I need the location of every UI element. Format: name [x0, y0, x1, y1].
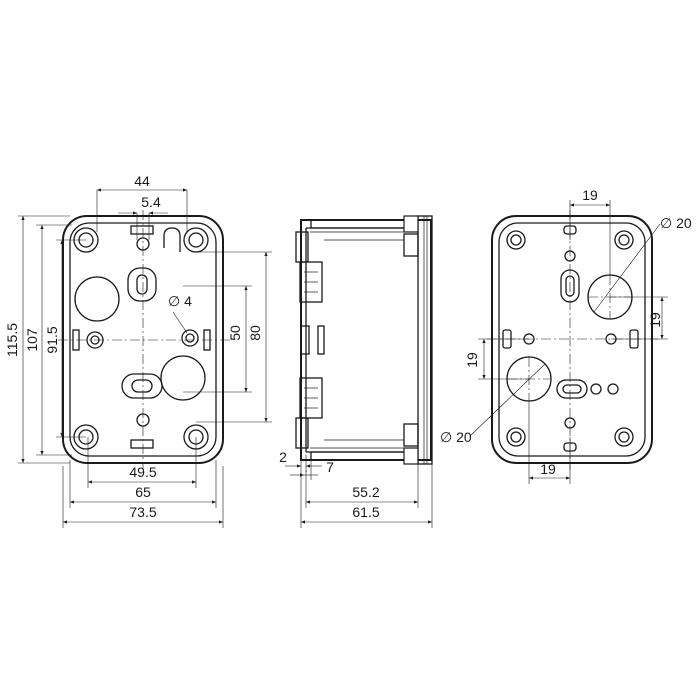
oval-slot-lower — [121, 373, 163, 399]
dim-back-top-19: 19 — [582, 187, 598, 203]
dim-50: 50 — [227, 325, 243, 341]
back-view — [487, 210, 658, 470]
dim-back-left-19: 19 — [464, 352, 480, 368]
dim-65: 65 — [135, 484, 151, 500]
front-dimensions: 44 5.4 ∅ 4 115.5 107 91.5 50 80 — [4, 173, 272, 528]
dim-73-5: 73.5 — [129, 504, 156, 520]
mount-hole-right — [181, 329, 199, 347]
knockout-lower — [160, 355, 206, 401]
dim-7: 7 — [326, 459, 334, 475]
knockout-upper — [74, 276, 120, 322]
dim-2: 2 — [279, 449, 287, 465]
dim-44: 44 — [134, 173, 150, 189]
dim-115-5: 115.5 — [4, 323, 20, 357]
dim-107: 107 — [24, 328, 40, 352]
corner-boss-top-right — [183, 227, 209, 253]
dim-back-bottom-19: 19 — [540, 461, 556, 477]
dim-91-5: 91.5 — [44, 326, 60, 353]
oval-slot-upper — [127, 267, 157, 302]
dim-61-5: 61.5 — [352, 504, 379, 520]
dim-80: 80 — [247, 325, 263, 341]
dim-5-4: 5.4 — [141, 194, 161, 210]
dim-back-dia-top: ∅ 20 — [660, 215, 692, 231]
dim-back-right-19: 19 — [647, 312, 663, 328]
dim-back-dia-bottom: ∅ 20 — [440, 429, 472, 445]
dim-49-5: 49.5 — [129, 464, 156, 480]
front-view — [58, 210, 230, 470]
dim-dia-4: ∅ 4 — [168, 293, 192, 309]
side-dimensions: 2 7 55.2 61.5 — [279, 449, 433, 528]
side-view — [295, 215, 433, 465]
back-dimensions: 19 ∅ 20 19 19 ∅ 20 19 — [440, 187, 692, 484]
dim-55-2: 55.2 — [352, 484, 379, 500]
